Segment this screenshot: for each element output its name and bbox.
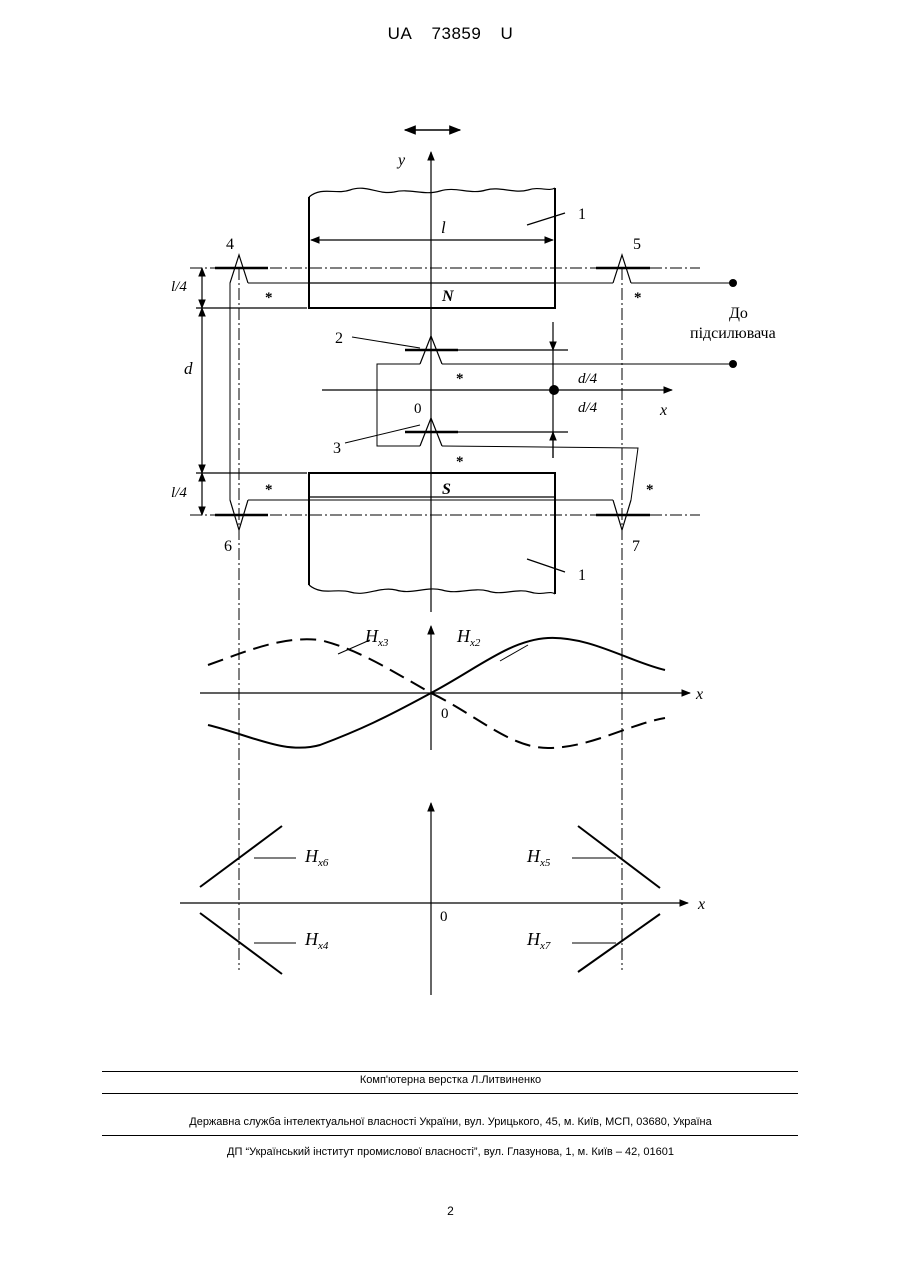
label-hx4: Hx4 xyxy=(304,929,329,952)
label-magnet-1-bottom: 1 xyxy=(578,567,586,584)
label-origin: 0 xyxy=(414,401,422,417)
footer-rule-2 xyxy=(102,1093,798,1094)
page-number: 2 xyxy=(0,1204,901,1218)
label-origin-mid: 0 xyxy=(441,706,449,722)
svg-text:*: * xyxy=(265,482,273,498)
label-magnet-1-top: 1 xyxy=(578,206,586,223)
label-d4-bottom: d/4 xyxy=(578,400,598,416)
label-origin-bottom: 0 xyxy=(440,909,448,925)
label-x-axis: x xyxy=(659,402,667,419)
label-hx7: Hx7 xyxy=(526,929,551,952)
label-sensor-7: 7 xyxy=(632,538,640,555)
curve-hx3 xyxy=(208,639,665,748)
label-amplifier-1: До xyxy=(729,305,748,322)
label-pole-n: N xyxy=(441,288,455,305)
footer-agency: Державна служба інтелектуальної власност… xyxy=(0,1116,901,1128)
lower-magnet xyxy=(309,473,555,594)
footer-typesetting: Комп'ютерна верстка Л.Литвиненко xyxy=(0,1074,901,1086)
svg-text:*: * xyxy=(456,454,464,470)
label-hx2: Hx2 xyxy=(456,626,481,649)
label-length-l: l xyxy=(441,218,446,237)
label-hx5: Hx5 xyxy=(526,846,551,869)
upper-magnet xyxy=(309,188,555,308)
label-sensor-3: 3 xyxy=(333,440,341,457)
label-y-axis: y xyxy=(396,152,406,169)
label-pole-s: S xyxy=(442,481,451,498)
svg-text:*: * xyxy=(456,371,464,387)
label-sensor-4: 4 xyxy=(226,236,234,253)
line-hx6 xyxy=(200,826,282,887)
label-l4-bottom: l/4 xyxy=(171,485,187,501)
label-l4-top: l/4 xyxy=(171,279,187,295)
svg-text:*: * xyxy=(634,290,642,306)
line-hx5 xyxy=(578,826,660,888)
label-hx3: Hx3 xyxy=(364,626,389,649)
label-gap-d: d xyxy=(184,359,193,378)
label-amplifier-2: підсилювача xyxy=(690,325,776,342)
label-sensor-6: 6 xyxy=(224,538,232,555)
footer-rule-1 xyxy=(102,1071,798,1072)
svg-text:*: * xyxy=(265,290,273,306)
footer-rule-3 xyxy=(102,1135,798,1136)
label-sensor-5: 5 xyxy=(633,236,641,253)
svg-text:*: * xyxy=(646,482,654,498)
label-x-axis-bottom: x xyxy=(697,896,705,913)
label-sensor-2: 2 xyxy=(335,330,343,347)
label-x-axis-mid: x xyxy=(695,686,703,703)
label-d4-top: d/4 xyxy=(578,371,598,387)
patent-figure: y 1 1 l N S l/4 l/4 d d/4 d/4 x 0 2 3 4 … xyxy=(0,0,901,1070)
footer-institute: ДП “Український інститут промислової вла… xyxy=(0,1146,901,1158)
label-hx6: Hx6 xyxy=(304,846,329,869)
